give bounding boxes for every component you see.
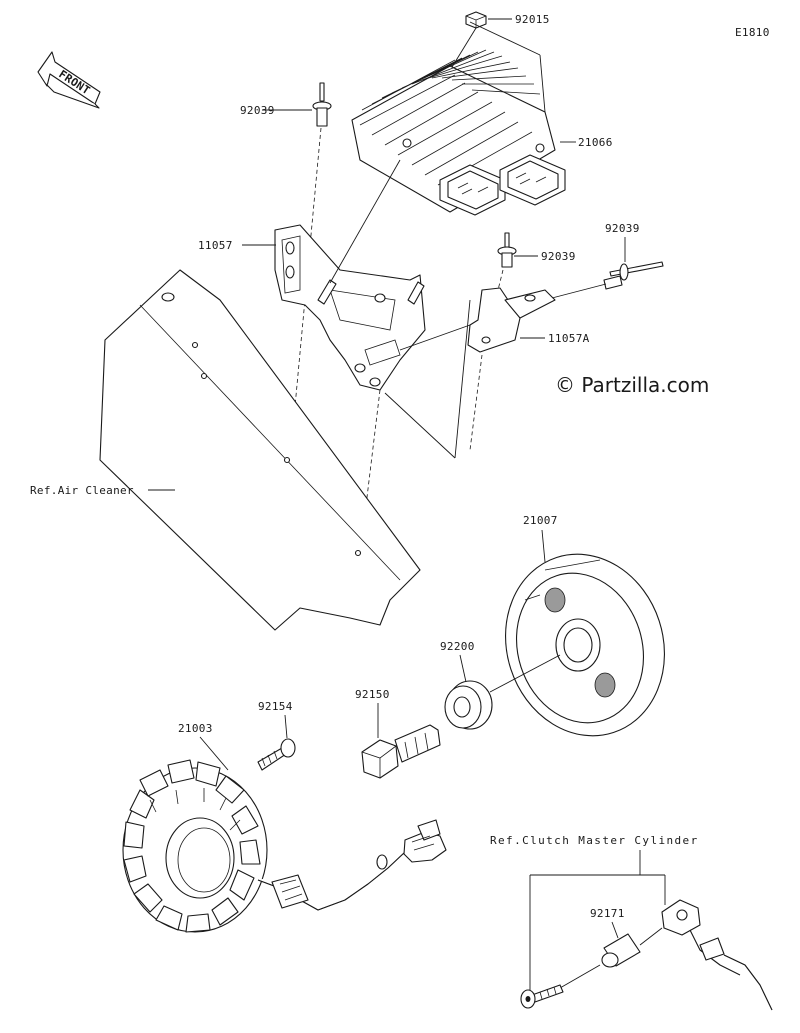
label-92200[interactable]: 92200: [440, 640, 475, 653]
label-11057[interactable]: 11057: [198, 239, 233, 252]
part-92150-bolt[interactable]: [361, 724, 441, 779]
label-92015[interactable]: 92015: [515, 13, 550, 26]
label-92039-mid[interactable]: 92039: [541, 250, 576, 263]
part-92171-cap[interactable]: [601, 933, 641, 968]
label-92150[interactable]: 92150: [355, 688, 390, 701]
label-21003[interactable]: 21003: [178, 722, 213, 735]
clutch-switch-screw[interactable]: [520, 984, 564, 1009]
label-21007[interactable]: 21007: [523, 514, 558, 527]
front-arrow-icon: FRONT: [37, 51, 101, 109]
diagram-code: E1810: [735, 26, 770, 39]
part-92154-bolt[interactable]: [257, 738, 296, 771]
label-92039-left[interactable]: 92039: [240, 104, 275, 117]
label-ref-clutch-master-cylinder[interactable]: Ref.Clutch Master Cylinder: [490, 834, 699, 847]
part-11057-bracket[interactable]: [274, 224, 426, 391]
part-92200-washer[interactable]: [444, 680, 493, 730]
label-21066[interactable]: 21066: [578, 136, 613, 149]
label-92154[interactable]: 92154: [258, 700, 293, 713]
label-92171[interactable]: 92171: [590, 907, 625, 920]
part-21003-stator[interactable]: [122, 759, 268, 933]
part-92015-nut[interactable]: [465, 11, 487, 29]
label-92039-right[interactable]: 92039: [605, 222, 640, 235]
part-21066-regulator[interactable]: [351, 49, 566, 216]
clutch-switch-assembly[interactable]: [661, 899, 773, 1011]
part-92039-bolt-left[interactable]: [312, 82, 332, 127]
label-11057A[interactable]: 11057A: [548, 332, 590, 345]
ref-air-cleaner-housing[interactable]: [99, 269, 421, 631]
part-11057A-bracket[interactable]: [467, 287, 556, 353]
part-21007-rotor[interactable]: [482, 533, 687, 756]
watermark: © Partzilla.com: [555, 373, 709, 397]
part-92039-bolt-mid[interactable]: [497, 232, 517, 268]
label-ref-air-cleaner[interactable]: Ref.Air Cleaner: [30, 484, 134, 497]
part-92039-bolt-right[interactable]: [603, 261, 664, 290]
stator-wire-harness[interactable]: [257, 819, 447, 911]
